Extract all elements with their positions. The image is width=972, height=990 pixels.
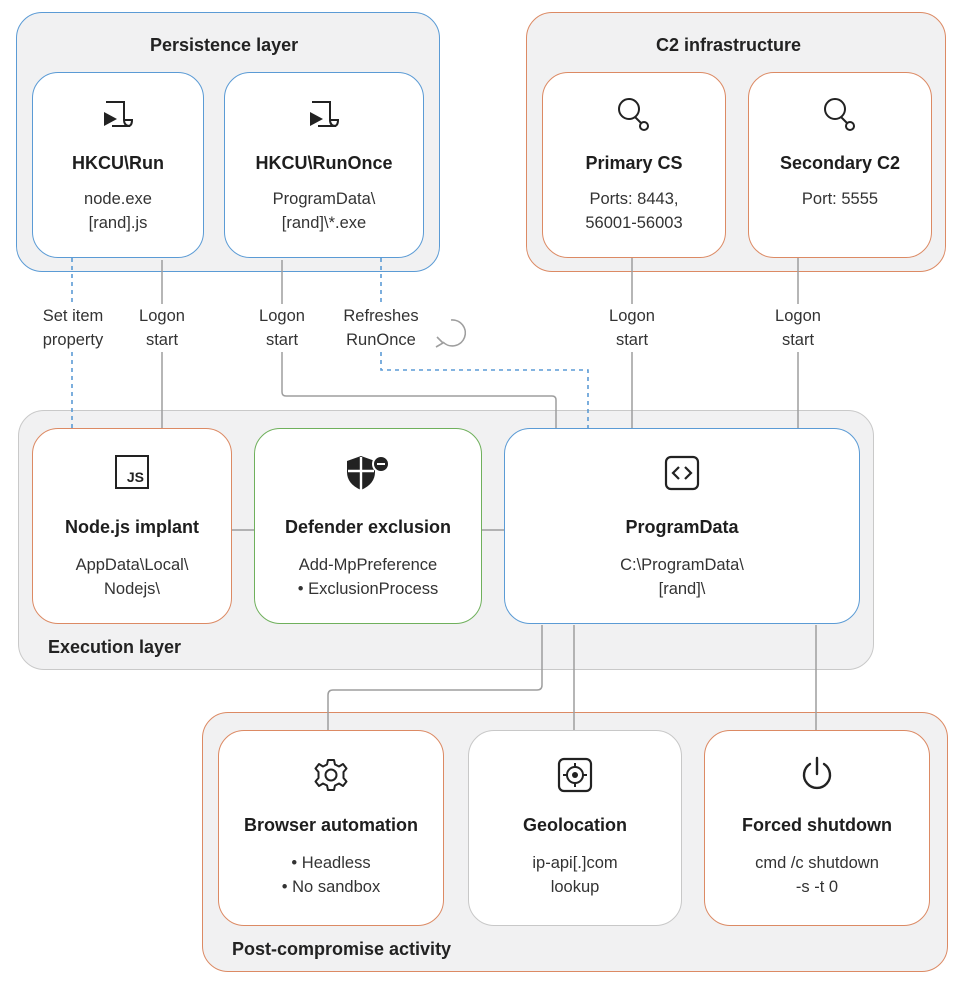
card-primary-c2: Primary CS Ports: 8443,56001-56003 [542, 72, 726, 258]
card-detail: Add-MpPreference• ExclusionProcess [297, 556, 439, 598]
card-title: Primary CS [585, 153, 683, 173]
card-detail: Ports: 8443,56001-56003 [585, 190, 683, 232]
power-icon [705, 755, 929, 793]
target-icon [469, 757, 681, 793]
card-title: ProgramData [625, 517, 739, 537]
dashed-wire-refreshes [380, 258, 589, 428]
card-title: HKCU\Run [72, 153, 164, 173]
script-run-icon [33, 97, 203, 131]
card-detail: cmd /c shutdown-s -t 0 [755, 854, 879, 896]
script-run-icon [225, 97, 423, 131]
card-title: Defender exclusion [284, 517, 452, 537]
card-programdata: ProgramData C:\ProgramData\[rand]\ [504, 428, 860, 624]
code-icon [505, 455, 859, 491]
card-hkcu-run: HKCU\Run node.exe[rand].js [32, 72, 204, 258]
card-forced-shutdown: Forced shutdown cmd /c shutdown-s -t 0 [704, 730, 930, 926]
c2-infrastructure-title: C2 infrastructure [656, 35, 802, 55]
card-browser-automation: Browser automation • Headless• No sandbo… [218, 730, 444, 926]
wire-runonce-to-programdata [281, 260, 557, 428]
server-link-icon [749, 95, 931, 133]
server-link-icon [543, 95, 725, 133]
card-title: Geolocation [522, 815, 627, 835]
gear-icon [219, 757, 443, 793]
js-file-icon: JS [33, 455, 231, 489]
card-detail: Port: 5555 [801, 190, 879, 208]
card-defender-exclusion: Defender exclusion Add-MpPreference• Exc… [254, 428, 482, 624]
post-compromise-title: Post-compromise activity [232, 939, 452, 959]
card-hkcu-runonce: HKCU\RunOnce ProgramData\[rand]\*.exe [224, 72, 424, 258]
card-detail: • Headless• No sandbox [281, 854, 381, 896]
card-detail: ProgramData\[rand]\*.exe [272, 190, 376, 232]
shield-minus-icon [255, 453, 481, 493]
card-title: HKCU\RunOnce [255, 153, 393, 173]
card-title: Secondary C2 [779, 153, 901, 173]
wire-programdata-to-browser [327, 625, 543, 730]
card-title: Node.js implant [64, 517, 199, 537]
card-title: Forced shutdown [742, 815, 892, 835]
card-nodejs-implant: JS Node.js implant AppData\Local\Nodejs\ [32, 428, 232, 624]
card-secondary-c2: Secondary C2 Port: 5555 [748, 72, 932, 258]
execution-layer-title: Execution layer [48, 637, 182, 657]
card-title: Browser automation [243, 815, 419, 835]
card-detail: C:\ProgramData\[rand]\ [620, 556, 744, 598]
card-detail: node.exe[rand].js [84, 190, 152, 232]
refresh-arrow-icon [435, 319, 467, 348]
persistence-layer-title: Persistence layer [150, 35, 299, 55]
card-detail: AppData\Local\Nodejs\ [75, 556, 189, 598]
